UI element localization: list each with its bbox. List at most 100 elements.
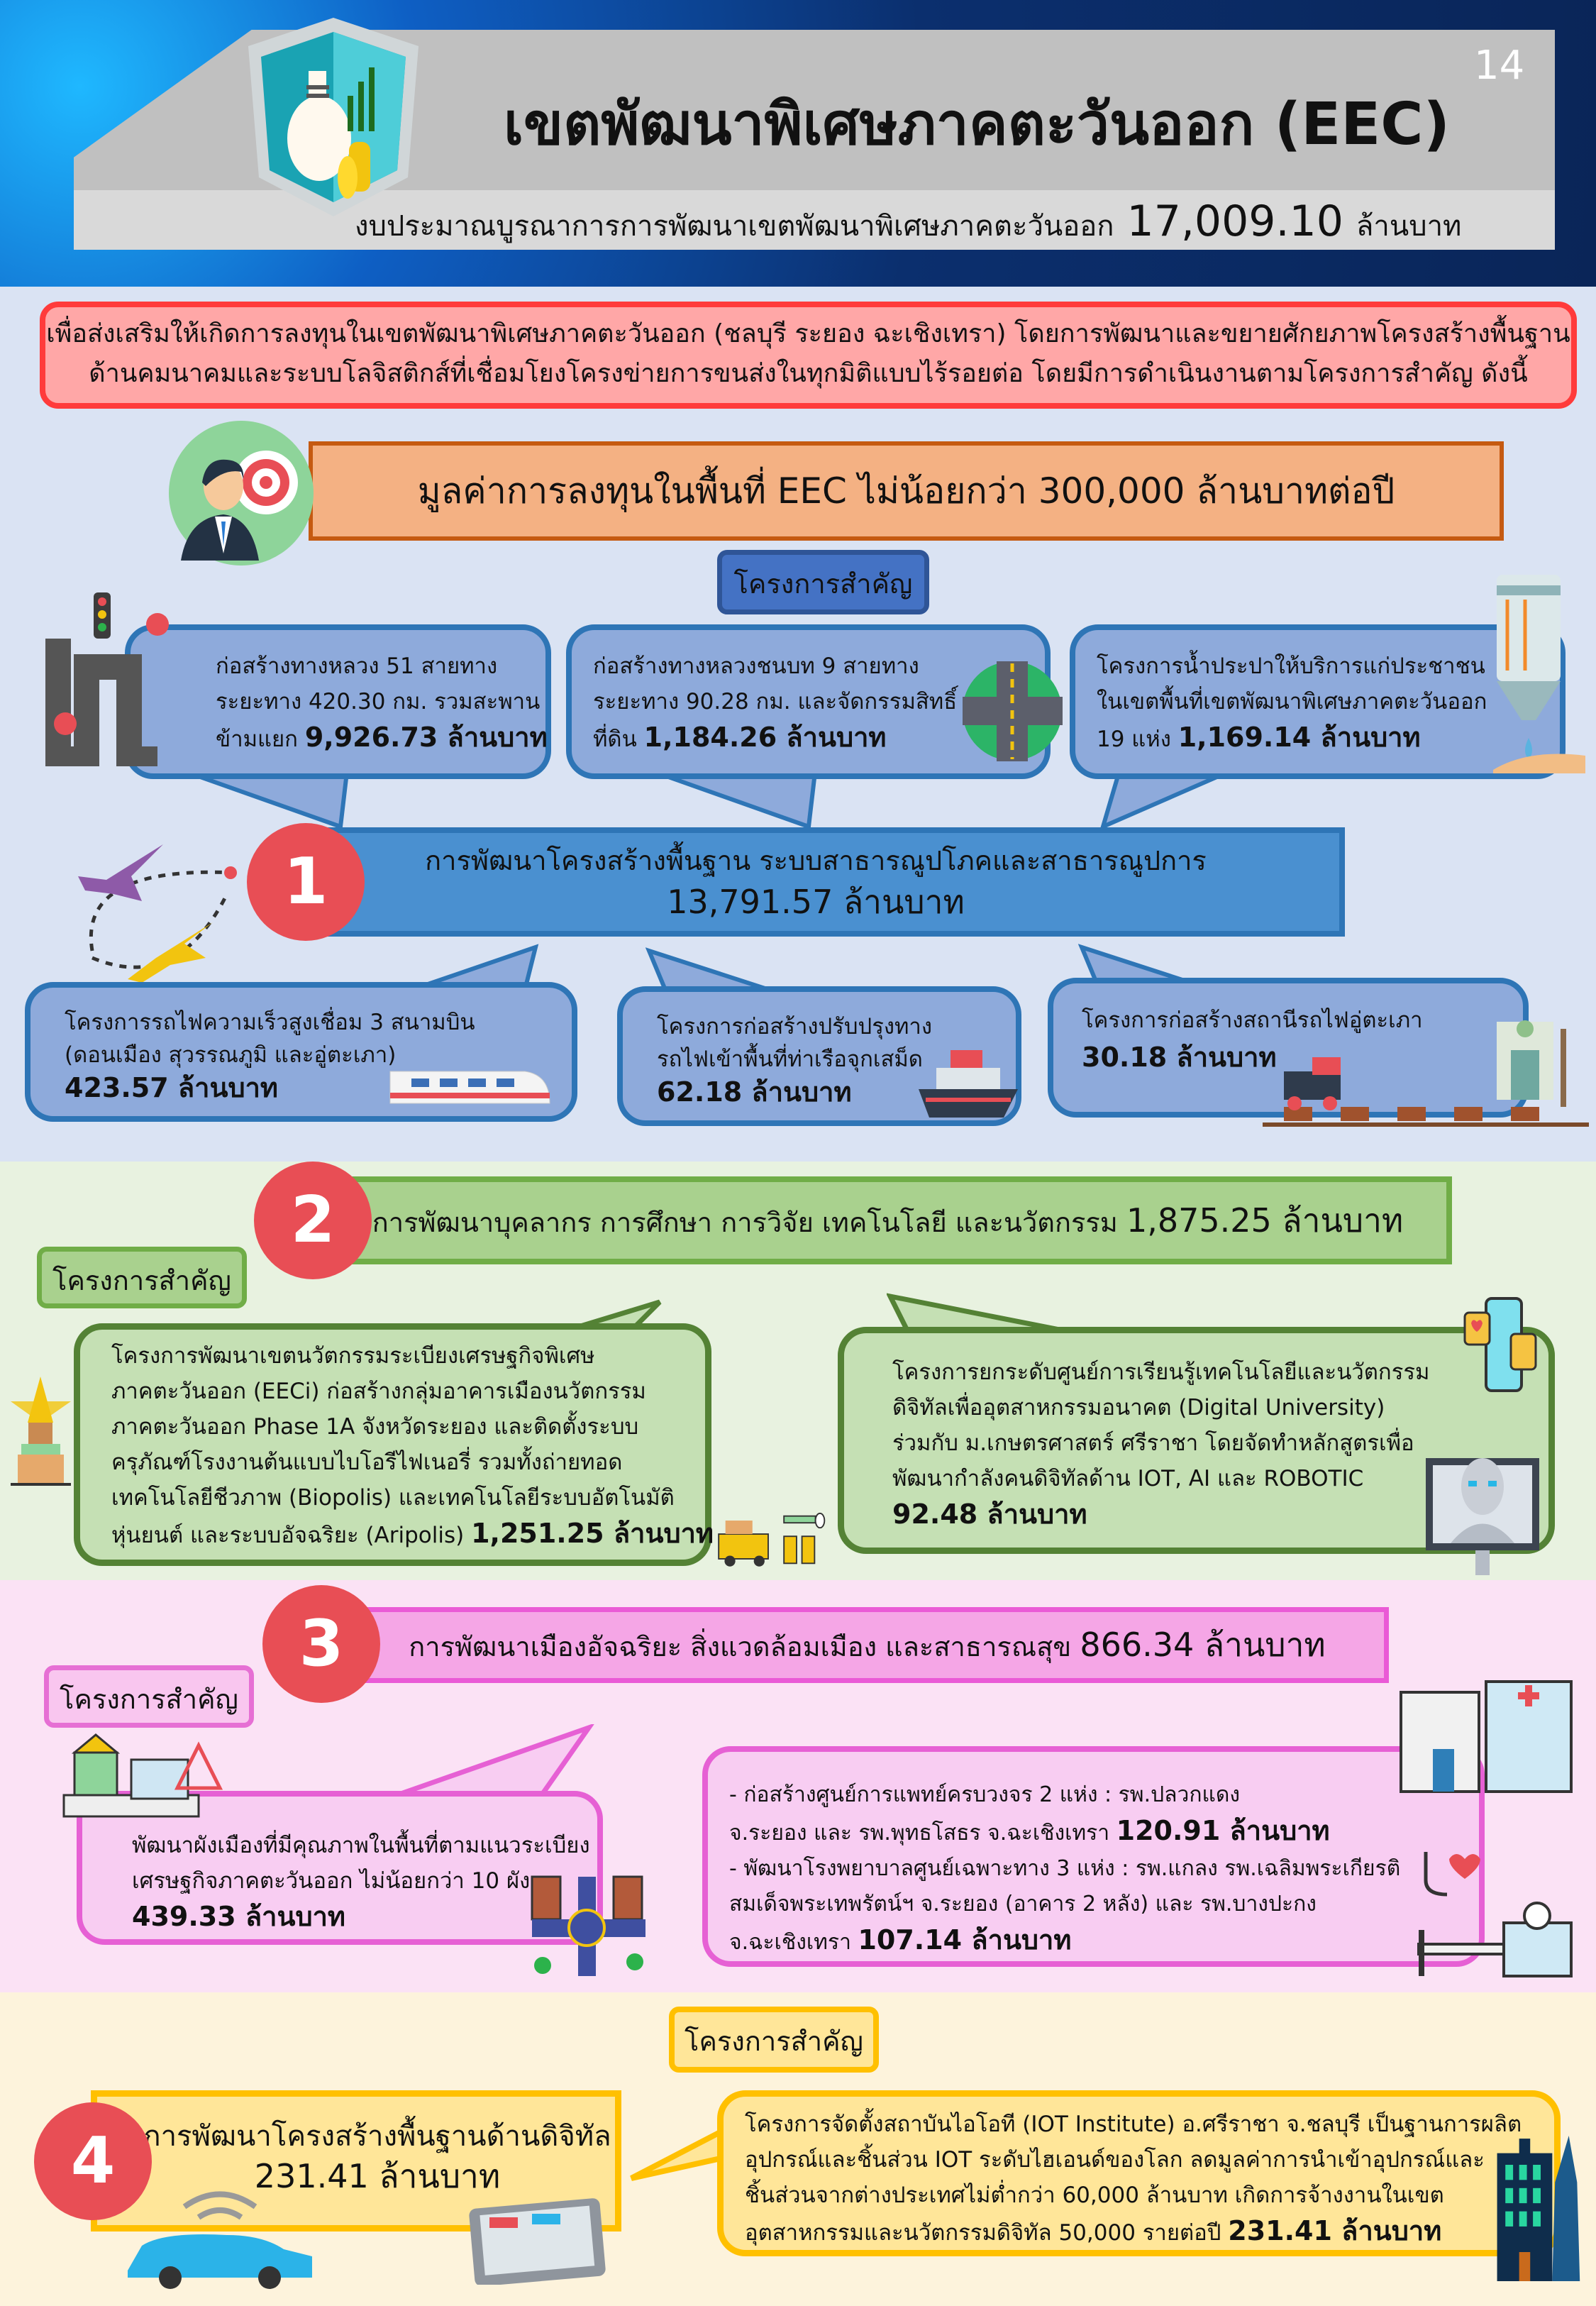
section-title: การพัฒนาเมืองอัจฉริยะ สิ่งแวดล้อมเมือง แ… (409, 1631, 1072, 1662)
project-text-line: โครงการยกระดับศูนย์การเรียนรู้เทคโนโลยีแ… (892, 1359, 1430, 1385)
money-bag-shield-icon (248, 18, 419, 216)
project-text-line: พัฒนาผังเมืองที่มีคุณภาพในพื้นที่ตามแนวร… (132, 1833, 590, 1858)
project-text-line: ร่วมกับ ม.เกษตรศาสตร์ ศรีราชา โดยจัดทำหล… (892, 1430, 1414, 1456)
project-text-line: 19 แห่ง (1097, 727, 1171, 752)
project-amount-line: 62.18 ล้านบาท (657, 1076, 994, 1110)
key-projects-label: โครงการสำคัญ (37, 1247, 247, 1308)
project-bubble: ก่อสร้างทางหลวงชนบท 9 สายทางระยะทาง 90.2… (566, 624, 1051, 779)
project-amount-line: 19 แห่ง 1,169.14 ล้านบาท (1097, 719, 1539, 757)
project-text-line: จ.ระยอง และ รพ.พุทธโสธร จ.ฉะเชิงเทรา (729, 1821, 1110, 1846)
businessman-target-icon (169, 421, 314, 566)
project-bubble: โครงการยกระดับศูนย์การเรียนรู้เทคโนโลยีแ… (838, 1327, 1555, 1554)
project-budget: 30.18 ล้านบาท (1082, 1042, 1277, 1073)
project-budget: 92.48 ล้านบาท (892, 1499, 1087, 1530)
project-budget: 107.14 ล้านบาท (858, 1924, 1072, 1955)
project-budget: 1,251.25 ล้านบาท (471, 1518, 714, 1549)
ship-icon (919, 1050, 1018, 1118)
project-text-line: รถไฟเข้าพื้นที่ท่าเรือจุกเสม็ด (657, 1047, 923, 1072)
budget-unit: ล้านบาท (1356, 210, 1462, 243)
section-amount: 231.41 ล้านบาท (254, 2157, 501, 2195)
total-budget: งบประมาณบูรณาการการพัฒนาเขตพัฒนาพิเศษภาค… (355, 192, 1461, 256)
section-amount: 1,875.25 ล้านบาท (1126, 1201, 1404, 1240)
connected-car-icon (128, 2191, 312, 2289)
project-text-line: ระยะทาง 90.28 กม. และจัดกรรมสิทธิ์ (593, 689, 958, 715)
road-traffic-light-icon (45, 592, 169, 766)
project-text-line: จ.ฉะเชิงเทรา (729, 1930, 851, 1955)
project-amount-line: 423.57 ล้านบาท (65, 1071, 550, 1106)
smartphone-chat-icon (1463, 1297, 1537, 1392)
intro-line: ด้านคมนาคมและระบบโลจิสติกส์ที่เชื่อมโยงโ… (89, 359, 1528, 388)
project-text-line: ชิ้นส่วนจากต่างประเทศไม่ต่ำกว่า 60,000 ล… (745, 2183, 1444, 2208)
project-bubble: - ก่อสร้างศูนย์การแพทย์ครบวงจร 2 แห่ง : … (702, 1746, 1485, 1967)
project-bubble: โครงการรถไฟความเร็วสูงเชื่อม 3 สนามบิน(ด… (25, 982, 577, 1122)
project-amount-line: อุตสาหกรรมและนวัตกรรมดิจิทัล 50,000 รายต… (745, 2213, 1533, 2251)
section-title: การพัฒนาโครงสร้างพื้นฐานด้านดิจิทัล (143, 2120, 611, 2153)
project-amount-line: ที่ดิน 1,184.26 ล้านบาท (593, 719, 1024, 757)
key-projects-label: โครงการสำคัญ (717, 550, 929, 614)
railway-station-icon (1263, 1020, 1589, 1127)
project-text-line: โครงการก่อสร้างปรับปรุงทาง (657, 1014, 932, 1039)
project-text-line: ภาคตะวันออก (EECi) ก่อสร้างกลุ่มอาคารเมื… (111, 1379, 646, 1404)
project-text-line: อุตสาหกรรมและนวัตกรรมดิจิทัล 50,000 รายต… (745, 2220, 1221, 2246)
project-budget: 231.41 ล้านบาท (1228, 2215, 1442, 2246)
hospital-bed-stethoscope-icon (1417, 1852, 1573, 1977)
project-budget: 1,184.26 ล้านบาท (643, 722, 887, 753)
section-title: การพัฒนาบุคลากร การศึกษา การวิจัย เทคโนโ… (372, 1207, 1118, 1238)
project-amount-line: 92.48 ล้านบาท (892, 1496, 1527, 1534)
section-number-badge: 3 (262, 1585, 380, 1703)
project-text-line: ข้ามแยก (216, 727, 298, 752)
project-text-line: - พัฒนาโรงพยาบาลศูนย์เฉพาะทาง 3 แห่ง : ร… (729, 1856, 1401, 1881)
hospital-buildings-icon (1400, 1680, 1573, 1793)
project-text-line: โครงการน้ำประปาให้บริการแก่ประชาชน (1097, 653, 1485, 679)
project-bubble: โครงการจัดตั้งสถาบันไอโอที (IOT Institut… (717, 2090, 1561, 2256)
project-text-line: ก่อสร้างทางหลวงชนบท 9 สายทาง (593, 653, 919, 679)
project-bubble: พัฒนาผังเมืองที่มีคุณภาพในพื้นที่ตามแนวร… (77, 1791, 603, 1945)
project-text-line: เศรษฐกิจภาคตะวันออก ไม่น้อยกว่า 10 ผัง (132, 1868, 531, 1894)
project-budget: 423.57 ล้านบาท (65, 1072, 278, 1103)
project-text-line: - ก่อสร้างศูนย์การแพทย์ครบวงจร 2 แห่ง : … (729, 1782, 1241, 1807)
project-text-line: ภาคตะวันออก Phase 1A จังหวัดระยอง และติด… (111, 1414, 639, 1440)
project-text-line: พัฒนากำลังคนดิจิทัลด้าน IOT, AI และ ROBO… (892, 1466, 1364, 1491)
key-projects-label: โครงการสำคัญ (669, 2007, 879, 2073)
project-text-line: ดิจิทัลเพื่ออุตสาหกรรมอนาคต (Digital Uni… (892, 1395, 1385, 1420)
project-text-line: โครงการก่อสร้างสถานีรถไฟอู่ตะเภา (1082, 1008, 1423, 1033)
project-amount-line: 30.18 ล้านบาท (1082, 1039, 1502, 1078)
project-text-line: ในเขตพื้นที่เขตพัฒนาพิเศษภาคตะวันออก (1097, 689, 1487, 715)
project-text-line: หุ่นยนต์ และระบบอัจฉริยะ (Aripolis) (111, 1523, 465, 1548)
project-amount-line: จ.ฉะเชิงเทรา 107.14 ล้านบาท (729, 1922, 1458, 1960)
project-bubble: โครงการน้ำประปาให้บริการแก่ประชาชนในเขตพ… (1070, 624, 1565, 779)
section-number-badge: 2 (254, 1162, 372, 1279)
section-1-banner: การพัฒนาโครงสร้างพื้นฐาน ระบบสาธารณูปโภค… (287, 827, 1345, 937)
robot-computer-icon (1426, 1458, 1539, 1575)
section-4-banner: การพัฒนาโครงสร้างพื้นฐานด้านดิจิทัล 231.… (91, 2090, 621, 2231)
road-intersection-icon (963, 661, 1063, 761)
section-number-badge: 1 (247, 823, 365, 941)
city-planning-icon (62, 1733, 223, 1818)
airplane-route-icon (78, 844, 237, 983)
windmill-icon (11, 1377, 71, 1486)
project-amount-line: 439.33 ล้านบาท (132, 1899, 576, 1936)
project-budget: 120.91 ล้านบาท (1116, 1815, 1330, 1846)
project-bubble: โครงการพัฒนาเขตนวัตกรรมระเบียงเศรษฐกิจพิ… (74, 1323, 714, 1566)
section-amount: 866.34 ล้านบาท (1080, 1626, 1326, 1664)
bubble-tail (170, 766, 350, 830)
intro-line: เพื่อส่งเสริมให้เกิดการลงทุนในเขตพัฒนาพิ… (46, 319, 1570, 348)
section-3-banner: การพัฒนาเมืองอัจฉริยะ สิ่งแวดล้อมเมือง แ… (345, 1607, 1389, 1683)
budget-label: งบประมาณบูรณาการการพัฒนาเขตพัฒนาพิเศษภาค… (355, 210, 1114, 243)
project-text-line: ก่อสร้างทางหลวง 51 สายทาง (216, 653, 498, 679)
section-title: การพัฒนาโครงสร้างพื้นฐาน ระบบสาธารณูปโภค… (425, 845, 1207, 876)
project-text-line: โครงการพัฒนาเขตนวัตกรรมระเบียงเศรษฐกิจพิ… (111, 1343, 595, 1369)
project-budget: 62.18 ล้านบาท (657, 1076, 852, 1108)
project-text-line: สมเด็จพระเทพรัตน์ฯ จ.ระยอง (อาคาร 2 หลัง… (729, 1892, 1317, 1916)
project-amount-line: ข้ามแยก 9,926.73 ล้านบาท (216, 719, 548, 757)
project-budget: 1,169.14 ล้านบาท (1177, 722, 1421, 753)
project-text-line: โครงการรถไฟความเร็วสูงเชื่อม 3 สนามบิน (65, 1010, 475, 1035)
project-text-line: ครุภัณฑ์โรงงานต้นแบบไบโอรีไฟเนอรี่ รวมทั… (111, 1450, 623, 1475)
project-text-line: เทคโนโลยีชีวภาพ (Biopolis) และเทคโนโลยีร… (111, 1485, 675, 1511)
roundabout-map-icon (531, 1875, 645, 1976)
project-amount-line: หุ่นยนต์ และระบบอัจฉริยะ (Aripolis) 1,25… (111, 1516, 714, 1553)
bubble-tail (1099, 766, 1241, 830)
project-budget: 439.33 ล้านบาท (132, 1901, 345, 1932)
page-number: 14 (1474, 43, 1525, 89)
skyscraper-icon (1497, 2136, 1580, 2281)
